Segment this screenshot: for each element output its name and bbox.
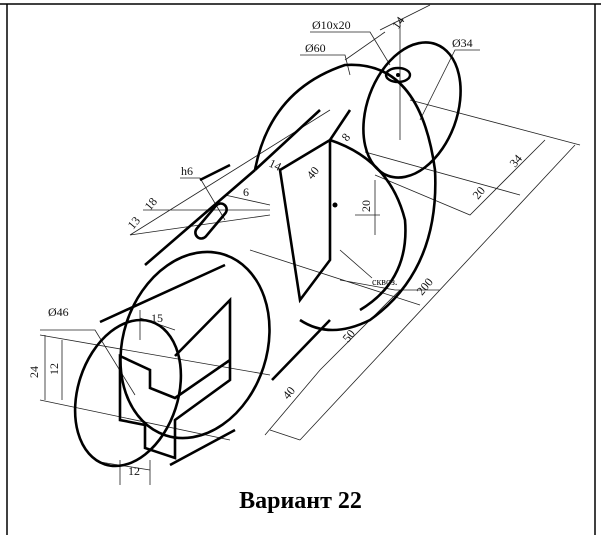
disc-slot <box>278 109 352 304</box>
dim-l24: 24 <box>27 366 41 378</box>
dim-l20-vert: 20 <box>359 200 373 212</box>
rear-hole-center <box>396 73 400 77</box>
front-cutout <box>118 296 232 460</box>
middle-shaft <box>144 163 331 381</box>
dim-l40-slot: 40 <box>304 164 322 182</box>
keyway-slot <box>194 202 228 240</box>
dim-d10x20: Ø10x20 <box>312 18 351 32</box>
dim-l8: 8 <box>339 130 354 144</box>
large-disc-d60 <box>253 63 437 332</box>
dim-d46: Ø46 <box>48 305 69 319</box>
dim-l200: 200 <box>414 275 436 298</box>
dim-l13: 13 <box>125 214 143 232</box>
variant-title: Вариант 22 <box>239 488 362 514</box>
dim-l15: 15 <box>151 311 163 325</box>
through-hole-center <box>332 202 338 208</box>
dim-l6: 6 <box>243 185 249 199</box>
front-cylinder <box>99 263 236 467</box>
dim-l34: 34 <box>507 152 525 170</box>
dim-h6: h6 <box>181 164 193 178</box>
dim-l12-vert: 12 <box>47 363 61 375</box>
dim-l14-top: 14 <box>389 14 407 32</box>
dim-through: сквоз. <box>372 277 397 288</box>
rear-hole-d10 <box>384 66 412 84</box>
rear-cylinder-d34 <box>362 41 462 179</box>
collar <box>119 250 271 440</box>
front-face-d46 <box>73 318 183 468</box>
dim-l12-bottom: 12 <box>128 464 140 478</box>
shaft-outline <box>73 41 462 468</box>
dim-d60: Ø60 <box>305 41 326 55</box>
dim-d34: Ø34 <box>452 36 473 50</box>
dim-l14-slot: 14 <box>267 156 284 174</box>
frame-border <box>0 3 601 535</box>
